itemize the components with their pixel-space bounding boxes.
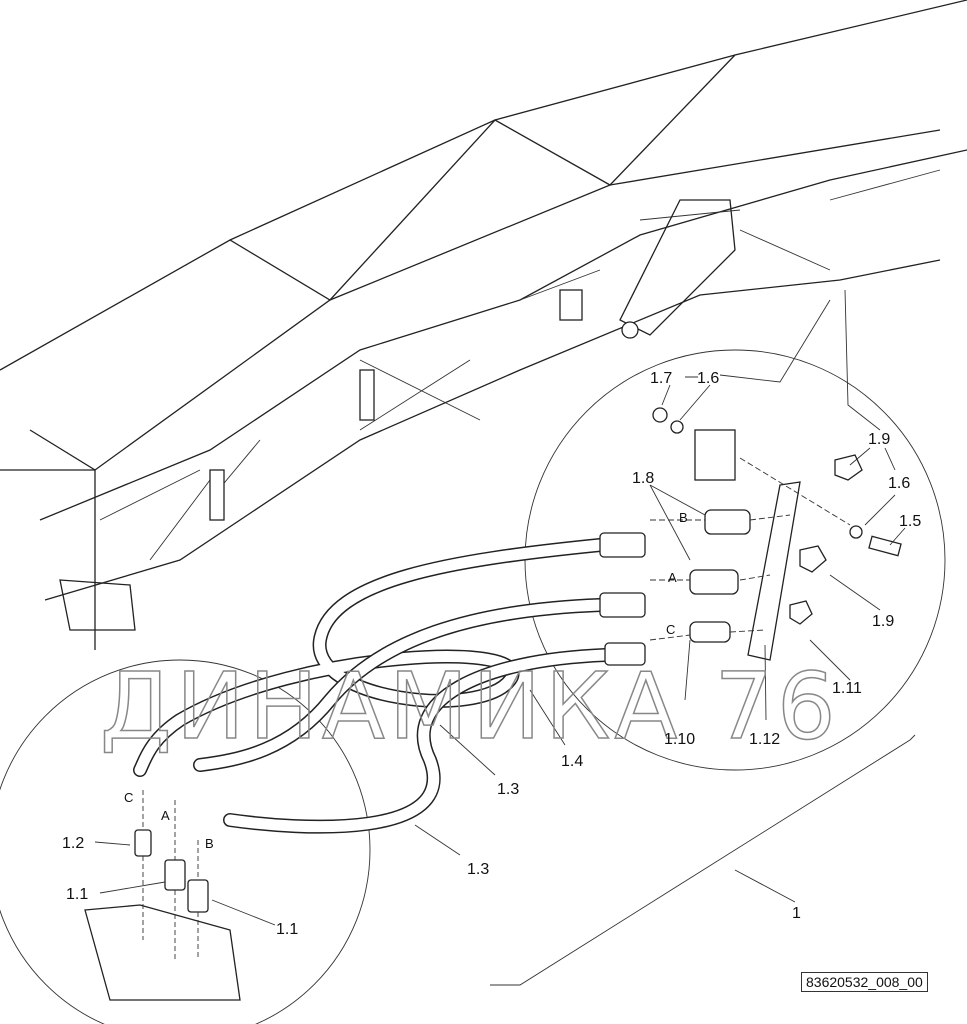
leader-lines: [94, 289, 916, 986]
drawing-id: 83620532_008_00: [801, 972, 928, 992]
port-label-b: B: [205, 836, 214, 851]
coupler-fittings: [599, 407, 902, 666]
callout-1: 1: [792, 905, 801, 922]
watermark: ДИНАМИКА 76: [100, 653, 840, 760]
port-label-c: C: [666, 622, 675, 637]
callout-1-6: 1.6: [888, 475, 910, 492]
callout-1-12: 1.12: [749, 731, 780, 748]
callout-1-11: 1.11: [832, 680, 862, 697]
port-label-b: B: [679, 510, 688, 525]
port-label-a: A: [161, 808, 170, 823]
port-label-c: C: [124, 790, 133, 805]
callout-1-3: 1.3: [497, 781, 519, 798]
callout-1-5: 1.5: [899, 513, 921, 530]
callout-1-10: 1.10: [664, 731, 695, 748]
detail-circle-pump: [0, 659, 371, 1024]
callout-1-4: 1.4: [561, 753, 583, 770]
callout-1-3: 1.3: [467, 861, 489, 878]
hoses: [133, 538, 612, 834]
boom-structure: [0, 0, 967, 650]
callout-1-6: 1.6: [697, 370, 719, 387]
callout-1-9: 1.9: [868, 431, 890, 448]
callout-1-8: 1.8: [632, 470, 654, 487]
callout-1-2: 1.2: [62, 835, 84, 852]
port-label-a: A: [668, 570, 677, 585]
callout-labels: 1.7 1.6 1.9 1.6 1.5 1.8 B A C 1.9 1.11 1…: [62, 370, 921, 938]
callout-1-1: 1.1: [276, 921, 298, 938]
pump-fittings: [84, 790, 241, 1001]
callout-1-9: 1.9: [872, 613, 894, 630]
callout-1-7: 1.7: [650, 370, 672, 387]
callout-1-1: 1.1: [66, 886, 88, 903]
